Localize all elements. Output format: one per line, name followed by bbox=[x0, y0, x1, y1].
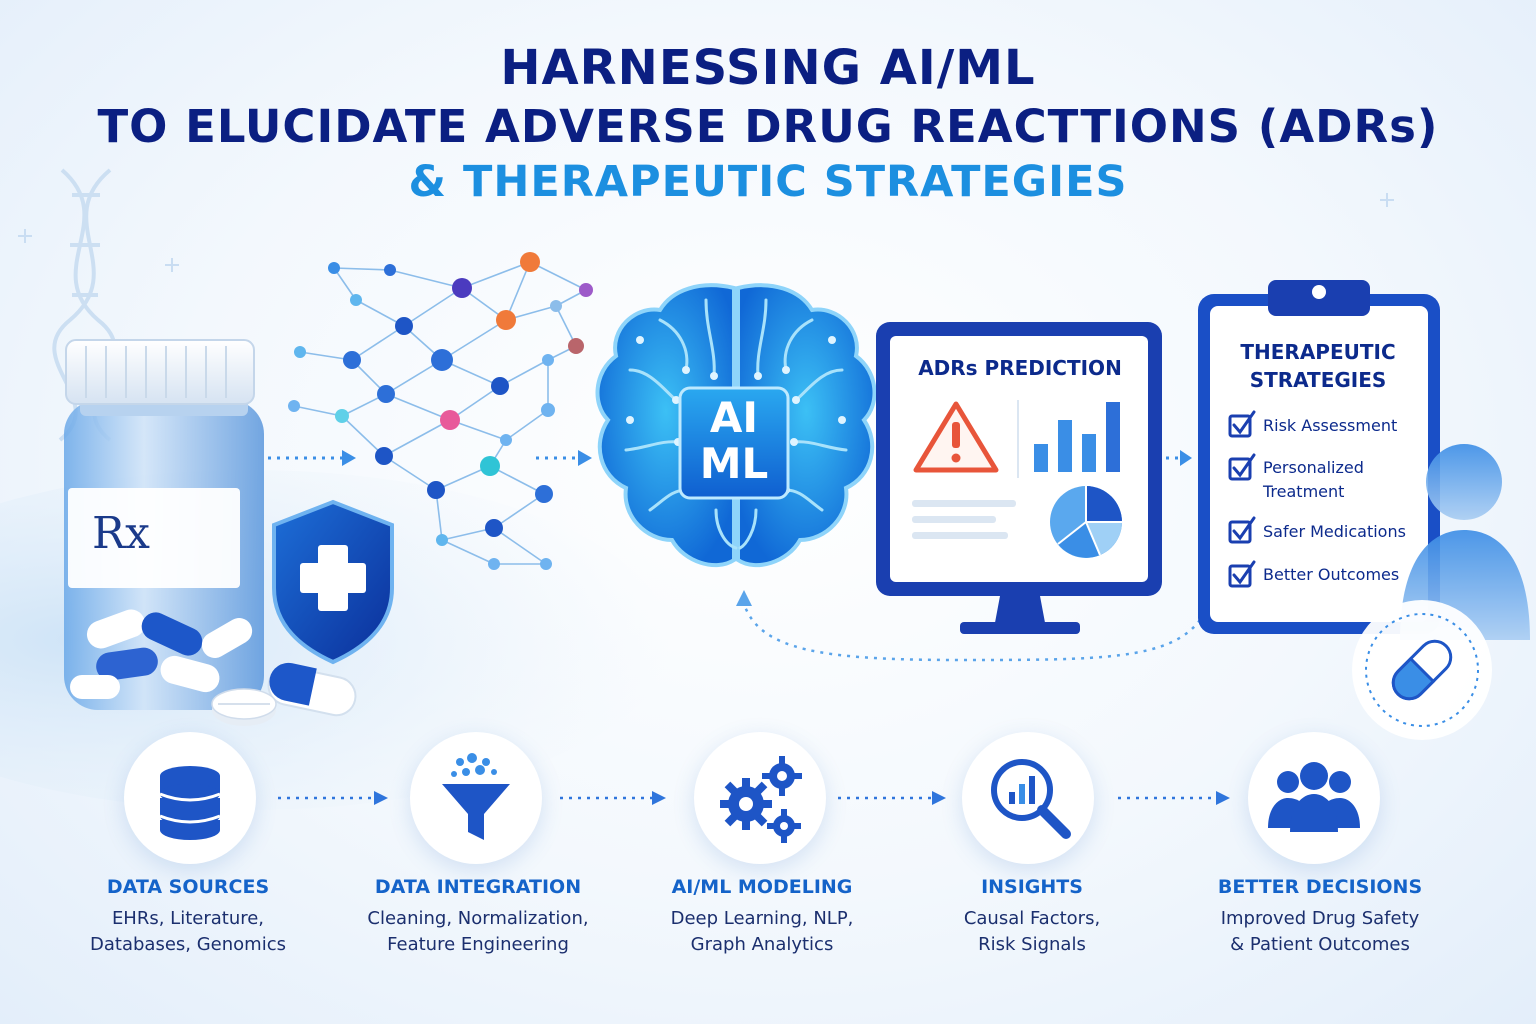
sparkle-decoration bbox=[18, 193, 1394, 272]
step-icon-circle bbox=[410, 732, 542, 864]
clipboard-title-line-1: THERAPEUTIC bbox=[1240, 340, 1396, 364]
people-icon bbox=[1268, 762, 1360, 832]
checklist-item: Risk Assessment bbox=[1263, 416, 1398, 435]
ai-chip-label: AI ML bbox=[684, 395, 784, 487]
step-icon-circle bbox=[1248, 732, 1380, 864]
step-description-line: Improved Drug Safety bbox=[1220, 908, 1420, 929]
step-description-line: Causal Factors, bbox=[963, 908, 1101, 929]
step-title: BETTER DECISIONS bbox=[1217, 876, 1423, 898]
step-description: Deep Learning, NLP, Graph Analytics bbox=[632, 906, 892, 958]
arrow-head bbox=[342, 450, 1192, 466]
step-description-line: Deep Learning, NLP, bbox=[670, 908, 854, 929]
step-description-line: Feature Engineering bbox=[387, 934, 569, 955]
title-line-3: & THERAPEUTIC STRATEGIES bbox=[408, 157, 1128, 207]
step-description-line: Risk Signals bbox=[978, 934, 1086, 955]
step-description-line: EHRs, Literature, bbox=[111, 908, 265, 929]
magnifier-chart-icon bbox=[991, 759, 1071, 839]
network-graph bbox=[288, 252, 593, 570]
step-description-line: Databases, Genomics bbox=[90, 934, 286, 955]
step-description: Cleaning, Normalization, Feature Enginee… bbox=[348, 906, 608, 958]
tablet-pill bbox=[211, 688, 277, 726]
checklist-item: Better Outcomes bbox=[1263, 565, 1400, 584]
title-line-2: TO ELUCIDATE ADVERSE DRUG REACTTIONS (AD… bbox=[97, 100, 1439, 153]
step-description: Improved Drug Safety & Patient Outcomes bbox=[1190, 906, 1450, 958]
feedback-loop-arrow bbox=[736, 590, 1201, 662]
gears-icon bbox=[720, 756, 802, 843]
step-description: Causal Factors, Risk Signals bbox=[902, 906, 1162, 958]
checklist-item: Safer Medications bbox=[1263, 522, 1406, 541]
step-title: INSIGHTS bbox=[981, 876, 1083, 898]
pill-bottle bbox=[64, 339, 264, 710]
monitor-title: ADRs PREDICTION bbox=[918, 356, 1122, 380]
step-icon-circle bbox=[124, 732, 256, 864]
clipboard-title: THERAPEUTIC STRATEGIES bbox=[1210, 338, 1426, 394]
checklist-item: Personalized Treatment bbox=[1263, 458, 1364, 501]
title-line-1: HARNESSING AI/ML bbox=[500, 40, 1036, 96]
ai-brain-icon bbox=[595, 283, 877, 568]
checkbox-icon bbox=[1228, 410, 1256, 588]
bar-chart-icon bbox=[1034, 402, 1120, 472]
step-title: DATA SOURCES bbox=[106, 876, 270, 898]
step-description-line: & Patient Outcomes bbox=[1230, 934, 1410, 955]
clipboard-title-line-2: STRATEGIES bbox=[1249, 368, 1387, 392]
step-title: AI/ML MODELING bbox=[671, 876, 853, 898]
funnel-icon bbox=[442, 753, 510, 840]
shield-icon bbox=[272, 499, 394, 665]
step-description-line: Graph Analytics bbox=[690, 934, 834, 955]
rx-label: Rx bbox=[92, 508, 150, 559]
step-title: DATA INTEGRATION bbox=[374, 876, 582, 898]
ai-label: AI bbox=[709, 393, 759, 442]
capsule-pill bbox=[267, 662, 357, 717]
step-icon-circle bbox=[962, 732, 1094, 864]
monitor bbox=[876, 322, 1162, 634]
step-description: EHRs, Literature, Databases, Genomics bbox=[58, 906, 318, 958]
capsule-badge-icon bbox=[1352, 600, 1492, 740]
ml-label: ML bbox=[699, 439, 769, 488]
bottom-flow-arrow bbox=[278, 791, 1230, 805]
pie-chart-icon bbox=[1050, 486, 1122, 558]
step-description-line: Cleaning, Normalization, bbox=[367, 908, 589, 929]
database-icon bbox=[159, 766, 221, 840]
clipboard bbox=[1198, 280, 1440, 634]
warning-icon bbox=[913, 401, 999, 473]
step-icon-circle bbox=[694, 732, 826, 864]
